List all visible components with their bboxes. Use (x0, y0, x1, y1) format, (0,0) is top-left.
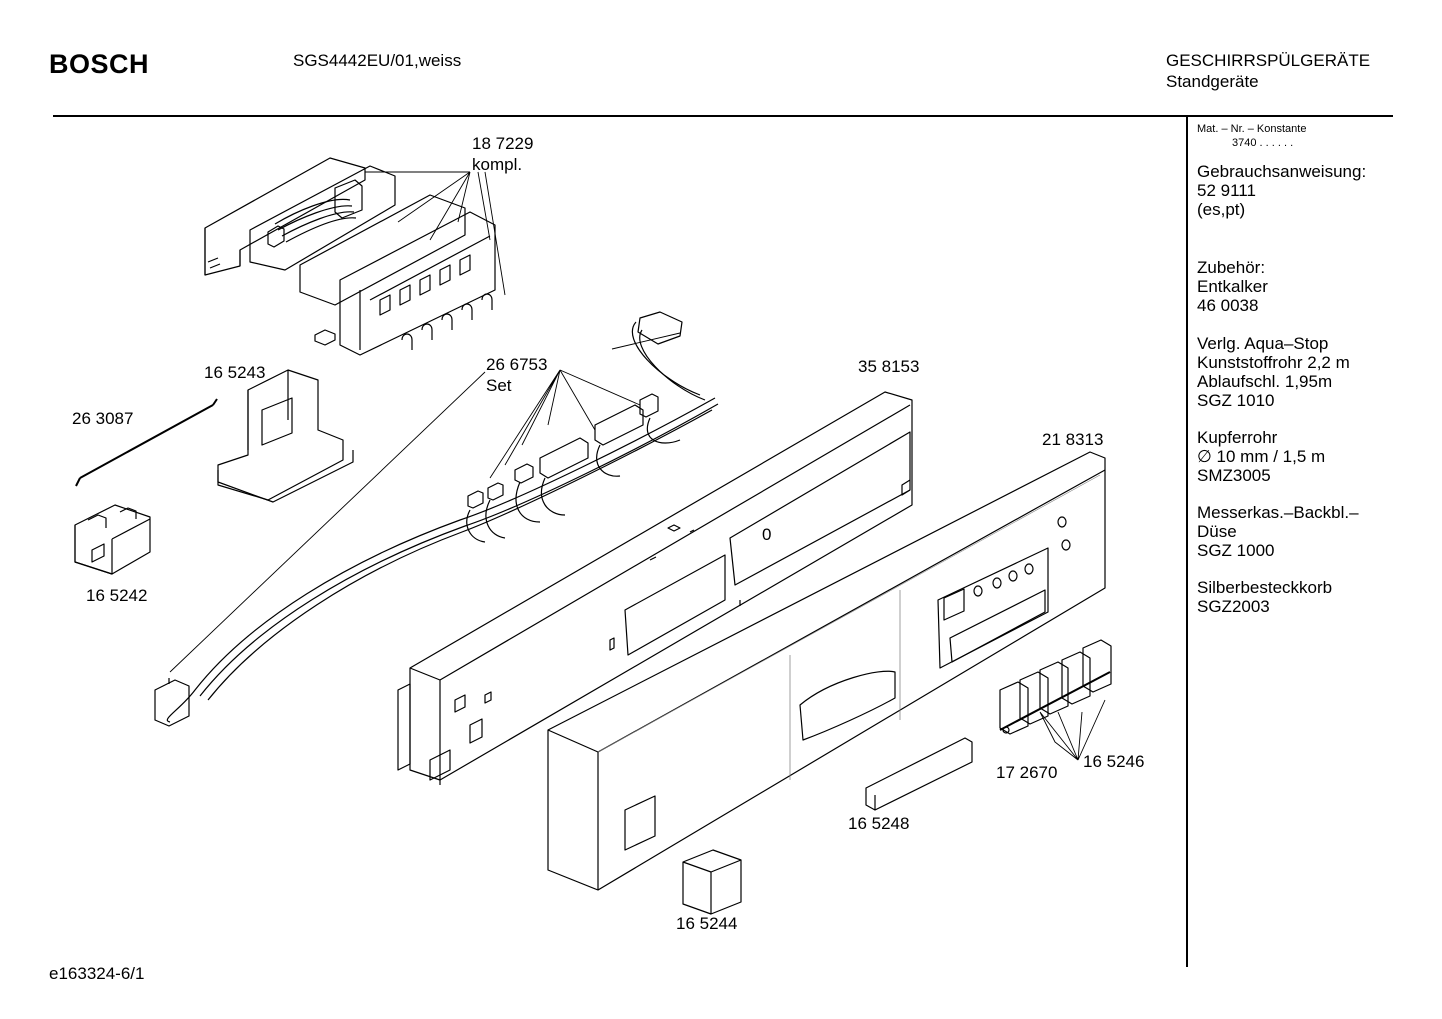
sidebar-line: Messerkas.–Backbl.– (1197, 503, 1359, 522)
sidebar-block-nozzle: Messerkas.–Backbl.– Düse SGZ 1000 (1197, 503, 1397, 560)
sidebar-line: Silberbesteckkorb (1197, 578, 1333, 597)
sidebar-line: Verlg. Aqua–Stop (1197, 334, 1329, 353)
sidebar-line: SMZ3005 (1197, 466, 1271, 485)
part-165243 (217, 369, 354, 503)
cable-harness-set (154, 311, 719, 727)
part-165248 (865, 737, 973, 811)
sidebar-line: Entkalker (1197, 277, 1268, 296)
label-165248: 16 5248 (848, 814, 909, 833)
part-263087 (75, 398, 218, 487)
label-165242: 16 5242 (86, 586, 147, 605)
sidebar-line: Kupferrohr (1197, 428, 1278, 447)
sidebar-line: SGZ2003 (1197, 597, 1270, 616)
sidebar-block-manual: Gebrauchsanweisung: 52 9111 (es,pt) (1197, 162, 1397, 219)
label-165246: 16 5246 (1083, 752, 1144, 771)
sidebar-line: (es,pt) (1197, 200, 1246, 219)
sidebar-line: Zubehör: (1197, 258, 1266, 277)
sidebar-block-basket: Silberbesteckkorb SGZ2003 (1197, 578, 1397, 616)
sidebar-line: Ablaufschl. 1,95m (1197, 372, 1333, 391)
header-divider (53, 115, 1393, 117)
sidebar-line: Kunststoffrohr 2,2 m (1197, 353, 1350, 372)
part-165244 (682, 849, 742, 915)
category-title: GESCHIRRSPÜLGERÄTE (1166, 51, 1371, 70)
control-module-assembly (204, 157, 496, 356)
sidebar-block-copper: Kupferrohr ∅ 10 mm / 1,5 m SMZ3005 (1197, 428, 1397, 485)
label-187229: 18 7229 (472, 134, 533, 153)
label-187229-note: kompl. (472, 155, 522, 174)
sidebar-line: SGZ 1000 (1197, 541, 1275, 560)
sidebar-block-aquastop: Verlg. Aqua–Stop Kunststoffrohr 2,2 m Ab… (1197, 334, 1397, 410)
label-218313: 21 8313 (1042, 430, 1103, 449)
label-266753-note: Set (486, 376, 512, 395)
mat-value: 3740 . . . . . . (1232, 137, 1294, 149)
sidebar-line: 46 0038 (1197, 296, 1259, 315)
label-358153: 35 8153 (858, 357, 919, 376)
label-172670: 17 2670 (996, 763, 1057, 782)
part-labels: 18 7229 kompl. 16 5243 26 3087 26 6753 S… (72, 134, 1144, 933)
label-165243: 16 5243 (204, 363, 265, 382)
sidebar: Mat. – Nr. – Konstante 3740 . . . . . . … (1197, 122, 1397, 616)
part-165246-buttons (999, 639, 1112, 735)
part-358153-panel (397, 391, 913, 785)
panel-marker: 0 (762, 525, 771, 544)
mat-label: Mat. – Nr. – Konstante (1197, 123, 1307, 135)
sidebar-divider (1186, 116, 1188, 967)
drawing-id: e163324-6/1 (49, 964, 145, 983)
sidebar-line: ∅ 10 mm / 1,5 m (1197, 447, 1326, 466)
brand-logo: BOSCH (49, 49, 150, 79)
leader-lines (169, 171, 1106, 761)
label-263087: 26 3087 (72, 409, 133, 428)
label-266753: 26 6753 (486, 355, 547, 374)
sidebar-line: Gebrauchsanweisung: (1197, 162, 1367, 181)
sidebar-block-accessory: Zubehör: Entkalker 46 0038 (1197, 258, 1397, 315)
category-subtitle: Standgeräte (1166, 72, 1259, 91)
part-218313-fascia (547, 451, 1106, 891)
label-165244: 16 5244 (676, 914, 737, 933)
sidebar-line: 52 9111 (1197, 181, 1256, 200)
sidebar-line: SGZ 1010 (1197, 391, 1275, 410)
model-number: SGS4442EU/01,weiss (293, 51, 462, 70)
sidebar-line: Düse (1197, 522, 1237, 541)
part-165242 (74, 504, 151, 575)
